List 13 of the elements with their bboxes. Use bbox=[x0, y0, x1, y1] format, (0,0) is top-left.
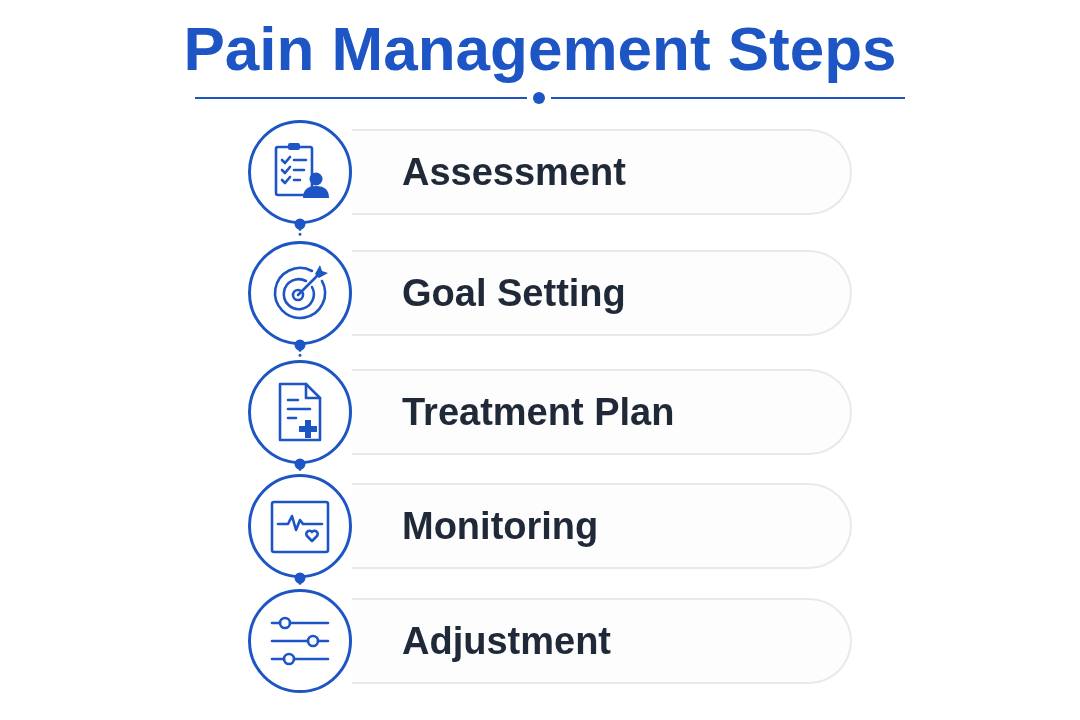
dotted-connector bbox=[294, 458, 306, 474]
step-label: Monitoring bbox=[402, 504, 599, 549]
step-label: Treatment Plan bbox=[402, 390, 675, 435]
step-label: Adjustment bbox=[402, 619, 611, 664]
step-pill bbox=[352, 129, 852, 215]
dotted-connector bbox=[294, 339, 306, 360]
step-pill bbox=[352, 250, 852, 336]
title: Pain Management Steps bbox=[182, 13, 898, 85]
step-pill bbox=[352, 369, 852, 455]
step-label: Assessment bbox=[402, 150, 626, 195]
step-pill bbox=[352, 598, 852, 684]
step-label: Goal Setting bbox=[402, 271, 626, 316]
step-pill bbox=[352, 483, 852, 569]
